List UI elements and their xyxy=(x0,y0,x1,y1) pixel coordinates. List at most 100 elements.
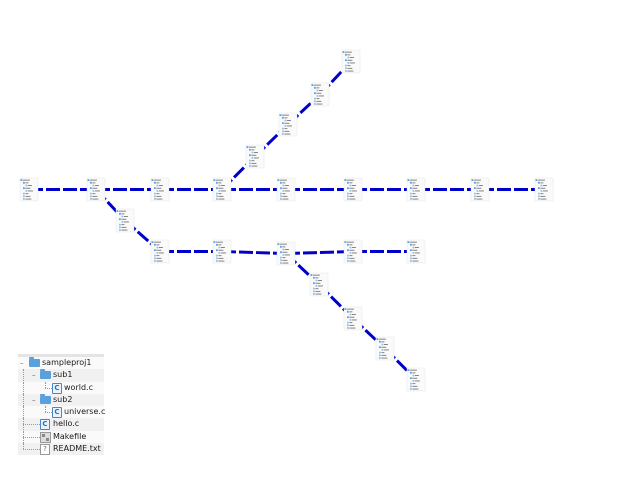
revision-node[interactable] xyxy=(276,177,296,202)
thumbnail-label xyxy=(315,293,322,295)
thumbnail-icon xyxy=(410,254,412,257)
thumbnail-icon xyxy=(347,316,349,319)
thumbnail-icon xyxy=(349,252,352,254)
thumbnail-label xyxy=(344,51,352,53)
thumbnail-label xyxy=(351,190,357,192)
tree-row-world-c[interactable]: C world.c xyxy=(18,381,104,394)
makefile-icon xyxy=(40,431,51,443)
collapse-toggle[interactable]: – xyxy=(32,371,36,380)
thumbnail-icon xyxy=(25,184,28,187)
thumbnail-icon xyxy=(347,310,349,313)
revision-node[interactable] xyxy=(310,82,330,107)
tree-guide xyxy=(45,406,46,413)
thumbnail-icon xyxy=(347,195,349,198)
thumbnail-icon xyxy=(23,192,25,195)
thumbnail-icon xyxy=(282,133,284,135)
thumbnail-icon xyxy=(412,252,415,254)
thumbnail-label xyxy=(349,255,353,257)
thumbnail-label xyxy=(414,247,419,248)
thumbnail-icon xyxy=(410,371,412,374)
revision-node[interactable] xyxy=(212,239,232,264)
tree-guide xyxy=(23,369,24,382)
revision-node[interactable] xyxy=(406,177,426,202)
thumbnail-icon xyxy=(379,357,381,359)
tree-row-makefile[interactable]: Makefile xyxy=(18,430,104,443)
thumbnail-label xyxy=(282,182,286,184)
revision-node[interactable] xyxy=(115,208,135,233)
thumbnail-label xyxy=(282,259,288,261)
thumbnail-label xyxy=(156,257,162,259)
revision-node[interactable] xyxy=(86,177,106,202)
thumbnail-icon xyxy=(349,246,352,249)
thumbnail-icon xyxy=(251,151,254,154)
revision-node[interactable] xyxy=(470,177,490,202)
revision-node[interactable] xyxy=(406,367,426,392)
thumbnail-label xyxy=(27,185,32,186)
thumbnail-icon xyxy=(345,67,347,70)
revision-node[interactable] xyxy=(406,239,426,264)
revision-node[interactable] xyxy=(212,177,232,202)
revision-node[interactable] xyxy=(343,177,363,202)
thumbnail-label xyxy=(412,195,418,197)
tree-row-sub2[interactable]: – sub2 xyxy=(18,393,104,407)
tree-row-hello-c[interactable]: C hello.c xyxy=(18,418,104,431)
tree-row-readme-txt[interactable]: ? README.txt xyxy=(18,443,104,456)
revision-node[interactable] xyxy=(276,241,296,266)
thumbnail-label xyxy=(218,257,224,259)
tree-row-sub1[interactable]: – sub1 xyxy=(18,369,104,382)
thumbnail-label xyxy=(92,182,96,184)
thumbnail-icon xyxy=(347,249,349,252)
collapse-toggle[interactable]: – xyxy=(32,395,36,404)
thumbnail-label xyxy=(412,385,418,387)
revision-node[interactable] xyxy=(343,306,363,331)
revision-node[interactable] xyxy=(341,49,361,74)
node-thumbnail xyxy=(276,241,296,266)
thumbnail-label xyxy=(381,341,385,343)
thumbnail-label xyxy=(282,195,288,197)
thumbnail-label xyxy=(121,229,128,231)
revision-node[interactable] xyxy=(343,239,363,264)
thumbnail-label xyxy=(349,244,353,246)
revision-node[interactable] xyxy=(278,112,298,137)
revision-node[interactable] xyxy=(534,177,554,202)
thumbnail-label xyxy=(378,338,386,340)
thumbnail-icon xyxy=(216,187,218,190)
thumbnail-label xyxy=(476,195,482,197)
thumbnail-icon xyxy=(345,70,347,72)
revision-node[interactable] xyxy=(375,336,395,361)
c-file-icon: C xyxy=(40,419,50,431)
thumbnail-icon xyxy=(119,223,121,226)
thumbnail-icon xyxy=(313,287,315,290)
thumbnail-icon xyxy=(216,243,218,246)
thumbnail-icon xyxy=(535,179,538,181)
thumbnail-label xyxy=(279,243,287,245)
node-thumbnail xyxy=(150,177,170,202)
thumbnail-label xyxy=(414,252,420,254)
tree-row-sampleproj1[interactable]: – sampleproj1 xyxy=(18,357,104,369)
thumbnail-label xyxy=(317,285,323,287)
collapse-toggle[interactable]: – xyxy=(20,359,24,367)
thumbnail-label xyxy=(215,241,223,243)
thumbnail-icon xyxy=(119,212,121,215)
revision-node[interactable] xyxy=(150,177,170,202)
thumbnail-icon xyxy=(347,257,349,260)
thumbnail-icon xyxy=(407,179,410,181)
revision-node[interactable] xyxy=(150,239,170,264)
thumbnail-label xyxy=(158,247,163,248)
tree-row-universe-c[interactable]: C universe.c xyxy=(18,406,105,419)
thumbnail-icon xyxy=(154,192,156,195)
thumbnail-icon xyxy=(316,89,319,92)
thumbnail-icon xyxy=(316,95,319,97)
thumbnail-icon xyxy=(313,282,315,285)
revision-node[interactable] xyxy=(19,177,39,202)
thumbnail-icon xyxy=(23,181,25,184)
tree-guide xyxy=(45,412,52,414)
thumbnail-label xyxy=(286,120,291,121)
thumbnail-icon xyxy=(474,192,476,195)
thumbnail-label xyxy=(25,187,31,189)
revision-node[interactable] xyxy=(309,272,329,297)
revision-node[interactable] xyxy=(245,144,265,169)
thumbnail-label xyxy=(346,179,354,181)
thumbnail-icon xyxy=(347,56,350,59)
thumbnail-label xyxy=(381,346,387,348)
